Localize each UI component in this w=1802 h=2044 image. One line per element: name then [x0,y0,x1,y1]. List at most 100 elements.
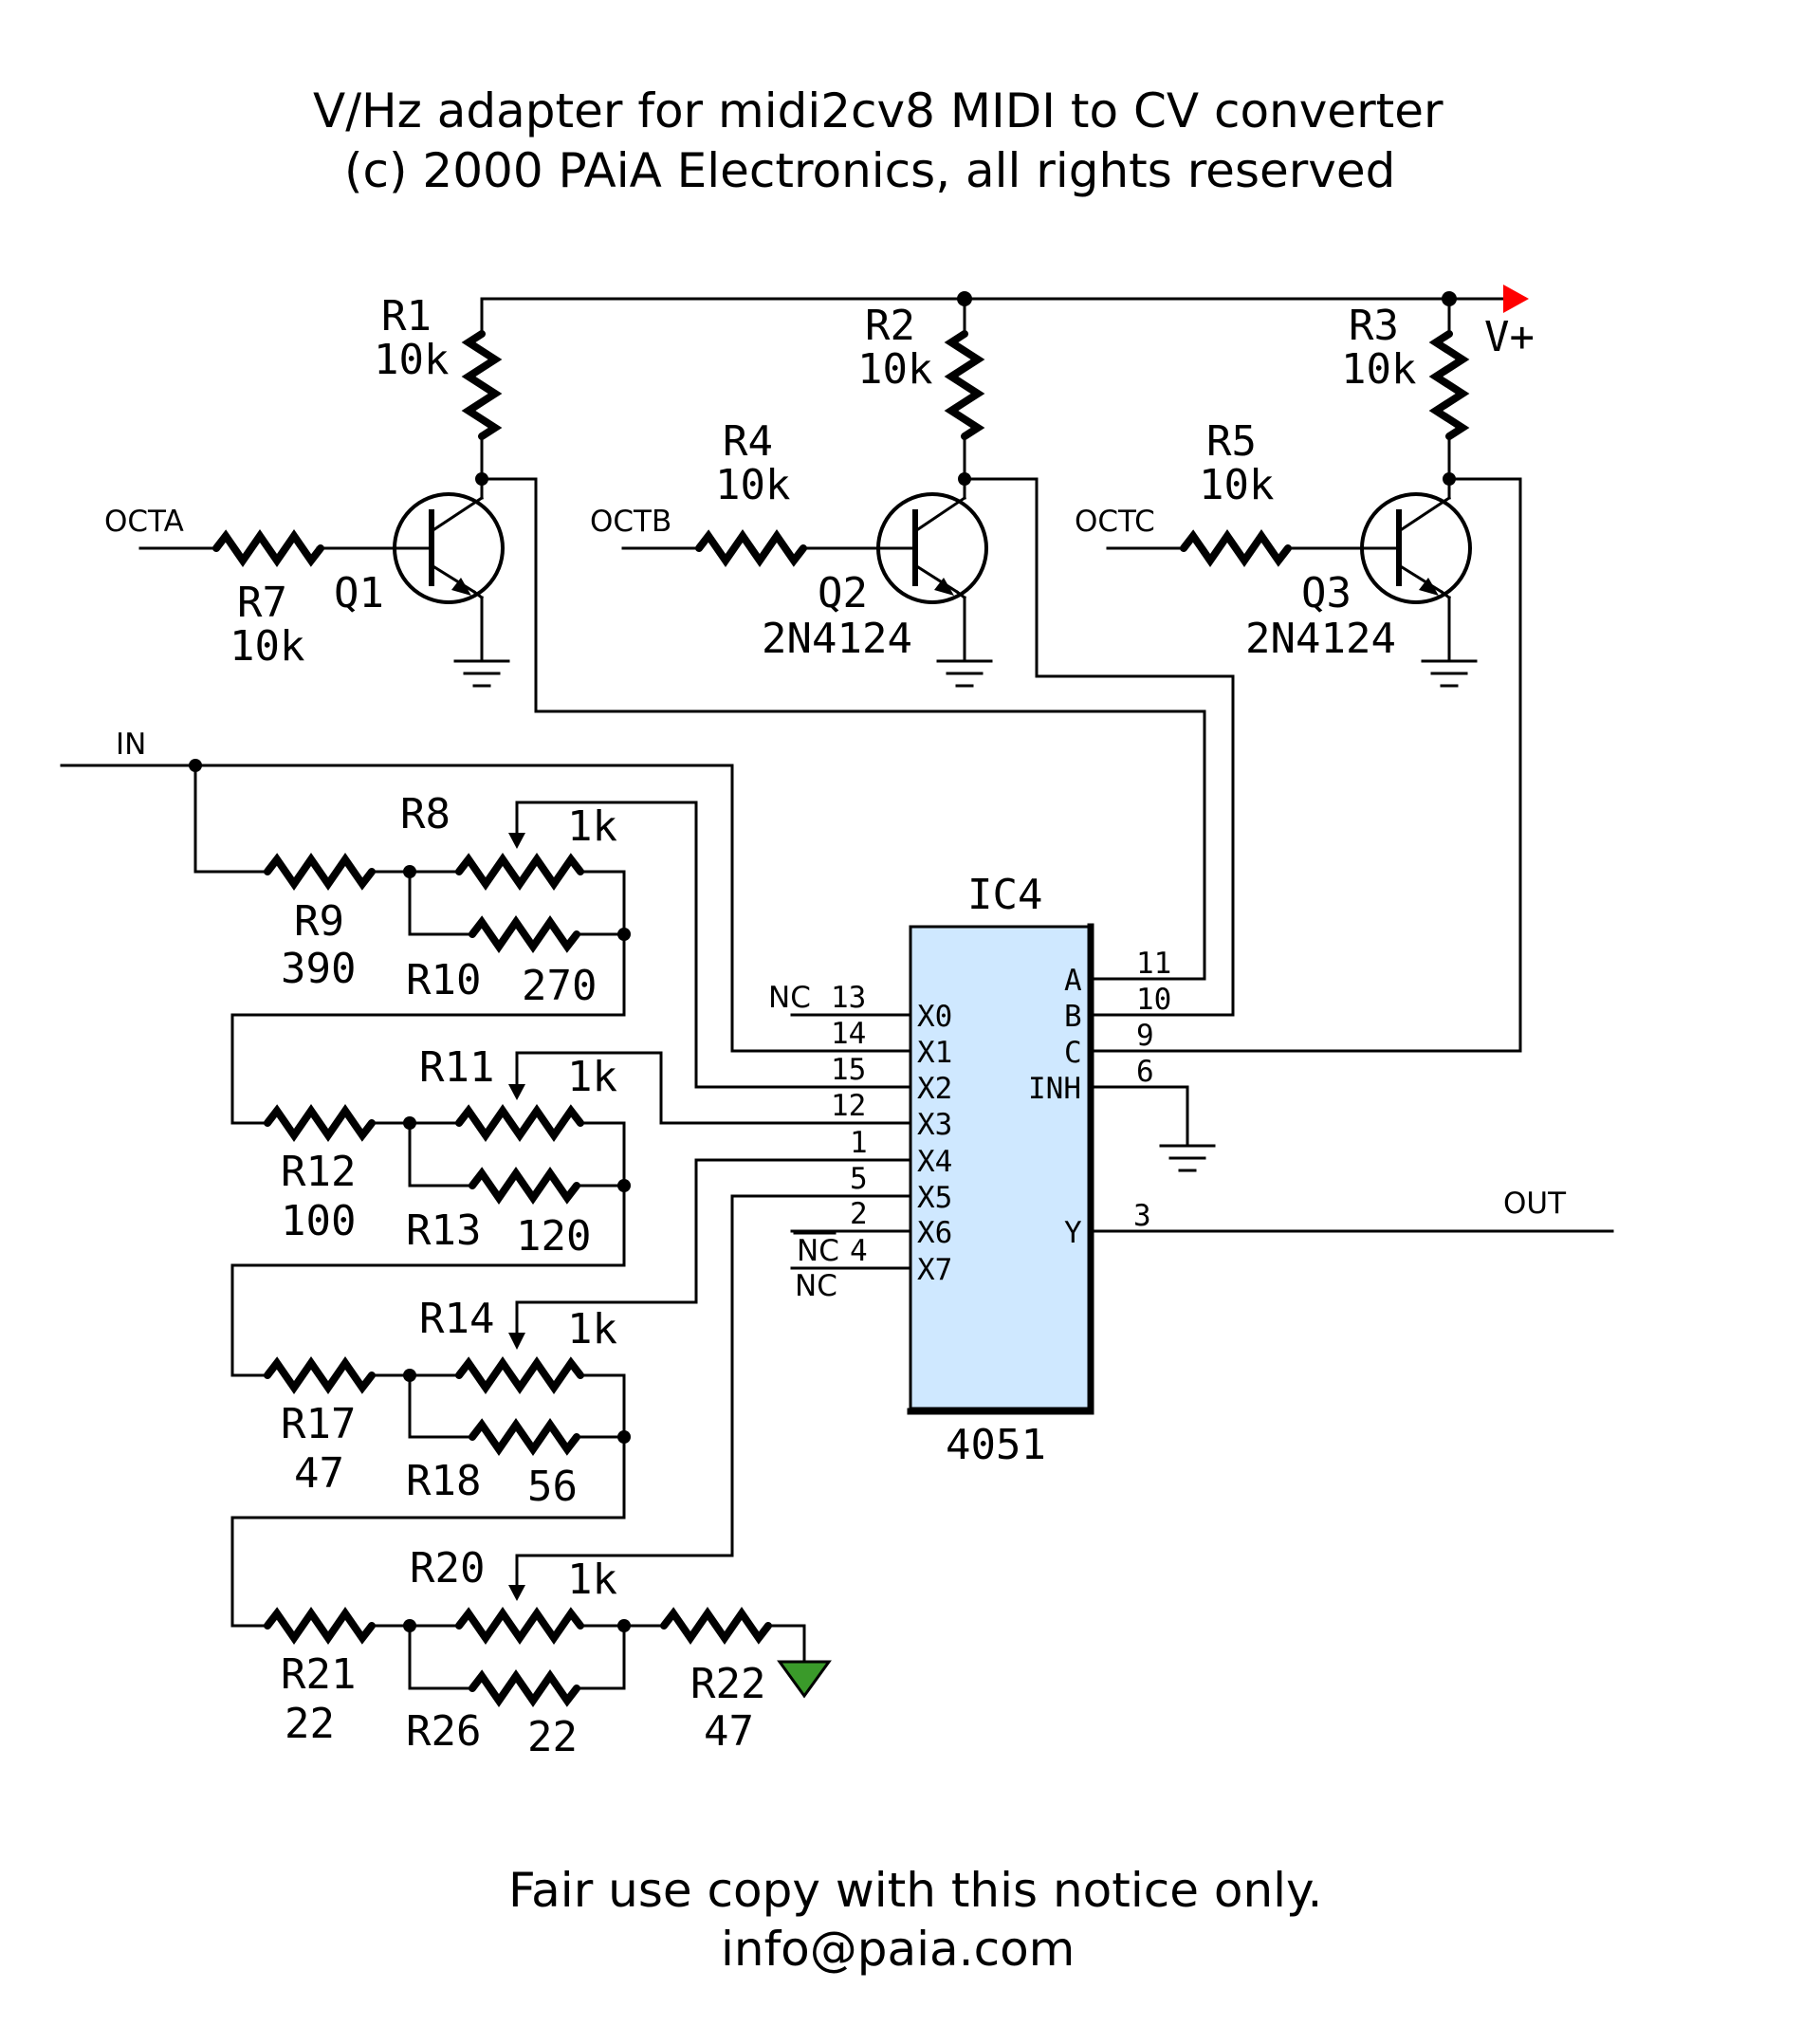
wiper-arrow-icon [508,1585,525,1601]
r14-name: R14 [419,1295,494,1343]
r5-name: R5 [1206,417,1257,466]
q2-name: Q2 [818,569,868,617]
r8-value: 1k [567,802,617,851]
supply-rail: V+ [480,285,1535,361]
resistor-r26 [469,1668,580,1708]
r18-value: 56 [527,1463,578,1511]
footer-line-1: Fair use copy with this notice only. [508,1863,1322,1918]
net-octa: OCTA [104,505,184,539]
ic4-part: 4051 [946,1421,1046,1469]
pin-x7-label: X7 [917,1253,952,1287]
stage-q2: R2 10k OCTB R4 10k Q2 2N4124 [590,297,1235,1017]
pin-x6-number: 2 [850,1197,868,1231]
pin-b-label: B [1064,1000,1082,1034]
footer-line-2: info@paia.com [721,1922,1075,1977]
r13-name: R13 [406,1206,481,1255]
resistor-r4 [695,528,807,568]
pin-nc-extra: NC [795,1269,837,1303]
pin-x6-label: X6 [917,1216,952,1250]
q3-name: Q3 [1301,569,1352,617]
r1-name: R1 [381,292,432,341]
r14-value: 1k [567,1305,617,1353]
ground-icon [1159,1144,1216,1172]
r10-value: 270 [522,962,597,1010]
pin-y-number: 3 [1133,1199,1151,1233]
resistor-r9 [264,852,376,892]
r11-value: 1k [567,1053,617,1101]
q2-type: 2N4124 [762,615,912,663]
trimmer-r8 [455,852,584,892]
resistor-r5 [1180,528,1292,568]
pin-x2-label: X2 [917,1072,952,1106]
resistor-r17 [264,1355,376,1395]
pin-a-number: 11 [1136,947,1171,981]
pin-x5-number: 5 [850,1162,868,1196]
pin-x0-label: X0 [917,1000,952,1034]
ground-icon [777,1660,832,1699]
pin-x5-label: X5 [917,1181,952,1215]
supply-label: V+ [1484,313,1535,361]
ground-icon [453,653,510,688]
trimmer-r11 [455,1103,584,1143]
r10-name: R10 [406,956,481,1004]
r22-value: 47 [704,1707,754,1756]
pin-x1-number: 14 [831,1017,866,1051]
pin-inh-number: 6 [1136,1055,1154,1089]
r13-value: 120 [516,1212,591,1261]
r12-value: 100 [281,1197,356,1245]
ground-icon [1421,653,1478,688]
pin-x7-nc: NC [797,1234,839,1268]
r22-name: R22 [690,1660,765,1708]
pin-y-label: Y [1064,1216,1082,1250]
wiper-arrow-icon [508,833,525,849]
net-out: OUT [1503,1187,1567,1221]
ic4-multiplexer: IC4 4051 X0 X1 X2 X3 X4 X5 X6 X7 13 14 1… [768,871,1614,1469]
trimmer-r14 [455,1355,584,1395]
ic4-body [909,925,1093,1410]
ic4-name: IC4 [967,871,1042,919]
r8-name: R8 [400,790,450,838]
ground-icon [936,653,993,688]
r9-name: R9 [294,897,344,946]
supply-arrow-icon [1503,285,1529,313]
pin-a-label: A [1064,964,1082,998]
r3-value: 10k [1341,345,1416,394]
r4-value: 10k [715,461,790,509]
input-ladder: IN R8 1k R9 390 R10 270 R [60,727,912,1761]
pin-c-number: 9 [1136,1019,1154,1053]
stage-q1: R1 10k OCTA R7 10k Q1 [104,292,1206,981]
r20-value: 1k [567,1556,617,1604]
wiper-arrow-icon [508,1333,525,1350]
pin-x0-nc: NC [768,981,811,1015]
resistor-r7 [212,528,324,568]
pin-x3-label: X3 [917,1108,952,1142]
r9-value: 390 [281,945,356,993]
r4-name: R4 [723,417,773,466]
title-line-1: V/Hz adapter for midi2cv8 MIDI to CV con… [313,83,1443,138]
resistor-r3 [1428,330,1470,440]
pin-x4-number: 1 [850,1126,868,1160]
pin-x0-number: 13 [831,981,866,1015]
q3-type: 2N4124 [1245,615,1396,663]
r7-value: 10k [230,622,304,671]
r7-name: R7 [237,579,287,627]
pin-x7-number: 4 [850,1234,868,1268]
r1-value: 10k [374,336,449,384]
r2-value: 10k [857,345,932,394]
r26-name: R26 [406,1707,481,1756]
pin-x2-number: 15 [831,1053,866,1087]
resistor-r13 [469,1166,580,1206]
pin-inh-label: INH [1028,1072,1081,1106]
net-in: IN [116,727,146,762]
net-octb: OCTB [590,505,671,539]
r26-value: 22 [527,1713,578,1761]
net-octc: OCTC [1075,505,1155,539]
r17-name: R17 [281,1400,356,1448]
r3-name: R3 [1349,302,1399,350]
r17-value: 47 [294,1449,344,1498]
title-line-2: (c) 2000 PAiA Electronics, all rights re… [344,143,1395,198]
r2-name: R2 [865,302,915,350]
r21-value: 22 [285,1700,335,1748]
r21-name: R21 [281,1650,356,1699]
